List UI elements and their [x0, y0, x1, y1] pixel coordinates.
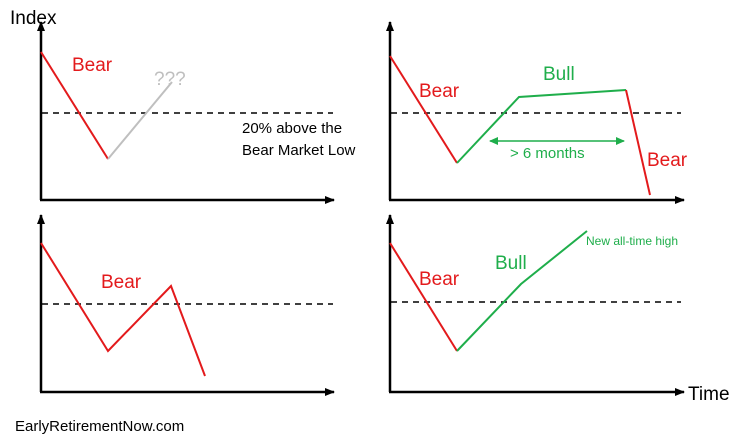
bear-line [389, 55, 458, 164]
bear-line [40, 51, 109, 160]
panel-bottom-left: Bear [37, 214, 335, 396]
threshold-note-line2: Bear Market Low [242, 142, 356, 159]
panel-bottom-right: Bear Bull New all-time high Time [386, 214, 730, 405]
bear-decline-line [625, 89, 651, 196]
panel-top-right: Bear Bull > 6 months Bear [386, 21, 688, 204]
threshold-note-line1: 20% above the [242, 120, 342, 137]
bull-line [456, 230, 588, 352]
watermark: EarlyRetirementNow.com [15, 418, 184, 435]
bear-line [40, 242, 206, 377]
panel-top-left: Index Bear ??? 20% above the Bear Market… [10, 8, 356, 204]
bull-line [456, 89, 627, 164]
bull-label: Bull [495, 253, 527, 274]
bear-line [389, 242, 458, 352]
duration-label: > 6 months [510, 145, 585, 162]
bear-end-label: Bear [647, 150, 688, 171]
bear-label: Bear [419, 81, 460, 102]
unknown-recovery-line [107, 81, 173, 160]
bear-label: Bear [419, 269, 460, 290]
y-axis-label: Index [10, 8, 57, 29]
x-axis-label: Time [688, 384, 730, 405]
bear-label: Bear [101, 272, 142, 293]
new-high-label: New all-time high [586, 234, 678, 248]
bull-label: Bull [543, 64, 575, 85]
bear-label: Bear [72, 55, 113, 76]
question-label: ??? [154, 69, 186, 90]
